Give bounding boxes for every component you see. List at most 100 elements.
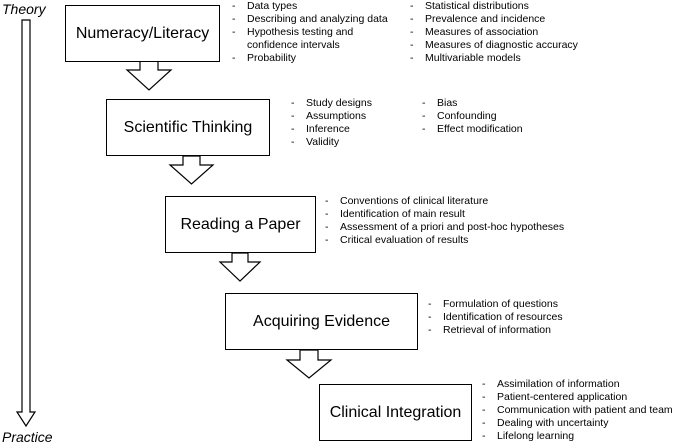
dash-glyph: - bbox=[428, 311, 432, 323]
topic-item: -Identification of resources bbox=[428, 311, 563, 324]
topic-text: Dealing with uncertainty bbox=[497, 417, 609, 429]
dash-glyph: - bbox=[291, 123, 295, 135]
theory-practice-arrow bbox=[15, 19, 37, 428]
dash-glyph: - bbox=[410, 0, 414, 12]
topic-text: Multivariable models bbox=[425, 52, 521, 64]
flow-arrow-3 bbox=[218, 252, 262, 282]
topic-text: Retrieval of information bbox=[443, 324, 551, 336]
stage-2-topics-col-1: -Study designs -Assumptions -Inference -… bbox=[291, 97, 372, 149]
topic-text: Study designs bbox=[306, 97, 372, 109]
topic-item: -Probability bbox=[232, 52, 388, 65]
dash-glyph: - bbox=[422, 97, 426, 109]
dash-glyph: - bbox=[325, 195, 329, 207]
topic-item: -Bias bbox=[422, 97, 523, 110]
topic-item: -Validity bbox=[291, 136, 372, 149]
dash-glyph: - bbox=[410, 13, 414, 25]
dash-glyph: - bbox=[422, 123, 426, 135]
topic-item: -Dealing with uncertainty bbox=[482, 417, 673, 430]
topic-item: -Confounding bbox=[422, 110, 523, 123]
topic-item: -Identification of main result bbox=[325, 208, 564, 221]
stage-title: Numeracy/Literacy bbox=[75, 24, 210, 42]
stage-1-topics-col-2: -Statistical distributions -Prevalence a… bbox=[410, 0, 578, 65]
topic-item: -Assumptions bbox=[291, 110, 372, 123]
topic-item: -Prevalence and incidence bbox=[410, 13, 578, 26]
topic-item: -Measures of association bbox=[410, 26, 578, 39]
topic-text: Describing and analyzing data bbox=[247, 13, 388, 25]
topic-item: -Assimilation of information bbox=[482, 378, 673, 391]
stage-box-acquiring-evidence: Acquiring Evidence bbox=[225, 293, 418, 350]
topic-item: -Conventions of clinical literature bbox=[325, 195, 564, 208]
topic-text: Data types bbox=[247, 0, 298, 12]
dash-glyph: - bbox=[291, 110, 295, 122]
topic-item: -Data types bbox=[232, 0, 388, 13]
dash-glyph: - bbox=[422, 110, 426, 122]
dash-glyph: - bbox=[428, 324, 432, 336]
topic-item: -Measures of diagnostic accuracy bbox=[410, 39, 578, 52]
dash-glyph: - bbox=[232, 0, 236, 12]
topic-text: Confounding bbox=[437, 110, 497, 122]
topic-item: -Statistical distributions bbox=[410, 0, 578, 13]
stage-title: Clinical Integration bbox=[329, 403, 462, 421]
stage-2-topics-col-2: -Bias -Confounding -Effect modification bbox=[422, 97, 523, 136]
topic-text: Lifelong learning bbox=[497, 430, 575, 442]
topic-text: Measures of association bbox=[425, 26, 539, 38]
flow-arrow-2 bbox=[168, 155, 215, 185]
flow-arrow-1 bbox=[125, 59, 173, 91]
topic-item: -Multivariable models bbox=[410, 52, 578, 65]
topic-item: -Study designs bbox=[291, 97, 372, 110]
topic-text: Patient-centered application bbox=[497, 391, 628, 403]
topic-text: Conventions of clinical literature bbox=[340, 195, 489, 207]
topic-text: Assessment of a priori and post-hoc hypo… bbox=[340, 221, 565, 233]
topic-text: Validity bbox=[306, 136, 340, 148]
topic-text: Identification of main result bbox=[340, 208, 465, 220]
stage-1-topics-col-1: -Data types -Describing and analyzing da… bbox=[232, 0, 388, 65]
dash-glyph: - bbox=[232, 13, 236, 25]
dash-glyph: - bbox=[428, 298, 432, 310]
topic-text: Critical evaluation of results bbox=[340, 234, 469, 246]
topic-item: -Assessment of a priori and post-hoc hyp… bbox=[325, 221, 564, 234]
topic-item: -Inference bbox=[291, 123, 372, 136]
stage-3-topics: -Conventions of clinical literature -Ide… bbox=[325, 195, 564, 247]
dash-glyph: - bbox=[291, 136, 295, 148]
topic-text: Probability bbox=[247, 52, 297, 64]
stage-4-topics: -Formulation of questions -Identificatio… bbox=[428, 298, 563, 337]
stage-box-scientific-thinking: Scientific Thinking bbox=[106, 99, 270, 156]
dash-glyph: - bbox=[482, 391, 486, 403]
topic-text: Communication with patient and team bbox=[497, 404, 673, 416]
stage-box-reading-a-paper: Reading a Paper bbox=[165, 196, 316, 253]
topic-item: -Critical evaluation of results bbox=[325, 234, 564, 247]
dash-glyph: - bbox=[410, 52, 414, 64]
topic-text: Statistical distributions bbox=[425, 0, 529, 12]
topic-text: Inference bbox=[306, 123, 350, 135]
stage-title: Acquiring Evidence bbox=[253, 312, 390, 330]
dash-glyph: - bbox=[232, 52, 236, 64]
dash-glyph: - bbox=[232, 26, 236, 38]
topic-text: Formulation of questions bbox=[443, 298, 558, 310]
dash-glyph: - bbox=[410, 26, 414, 38]
dash-glyph: - bbox=[325, 234, 329, 246]
topic-text: Hypothesis testing and confidence interv… bbox=[247, 26, 354, 51]
dash-glyph: - bbox=[482, 378, 486, 390]
dash-glyph: - bbox=[291, 97, 295, 109]
topic-item: -Describing and analyzing data bbox=[232, 13, 388, 26]
topic-text: Assimilation of information bbox=[497, 378, 620, 390]
topic-text: Measures of diagnostic accuracy bbox=[425, 39, 578, 51]
dash-glyph: - bbox=[482, 430, 486, 442]
theory-label: Theory bbox=[2, 1, 46, 17]
flow-arrow-4 bbox=[285, 349, 333, 379]
stage-title: Reading a Paper bbox=[180, 215, 301, 233]
topic-item: -Formulation of questions bbox=[428, 298, 563, 311]
dash-glyph: - bbox=[482, 404, 486, 416]
stage-5-topics: -Assimilation of information -Patient-ce… bbox=[482, 378, 673, 443]
stage-box-clinical-integration: Clinical Integration bbox=[319, 384, 472, 441]
dash-glyph: - bbox=[482, 417, 486, 429]
stage-title: Scientific Thinking bbox=[123, 118, 253, 136]
practice-label: Practice bbox=[2, 429, 53, 445]
topic-text: Effect modification bbox=[437, 123, 523, 135]
topic-item: -Patient-centered application bbox=[482, 391, 673, 404]
stage-box-numeracy-literacy: Numeracy/Literacy bbox=[65, 5, 220, 62]
topic-item: -Lifelong learning bbox=[482, 430, 673, 443]
topic-text: Bias bbox=[437, 97, 458, 109]
dash-glyph: - bbox=[325, 208, 329, 220]
